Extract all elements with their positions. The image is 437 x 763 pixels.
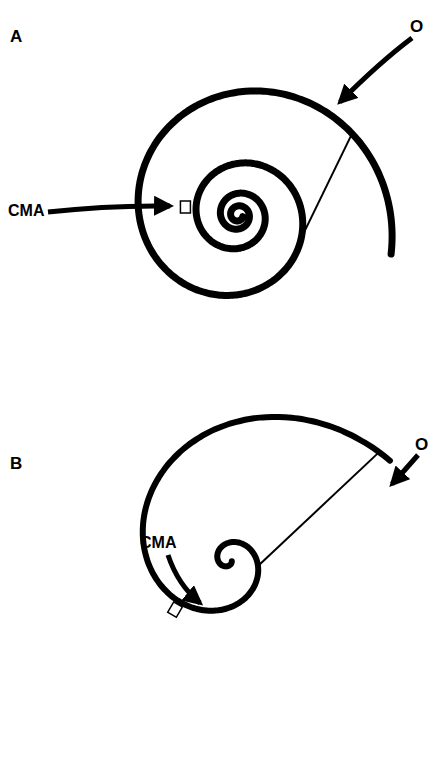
- shell-b: [143, 417, 390, 617]
- part-label: O: [410, 18, 423, 35]
- septum-line: [258, 452, 379, 566]
- cma-marker: [168, 602, 183, 617]
- part-label: O: [415, 436, 428, 453]
- shell-spiral: [138, 91, 392, 295]
- leader-arrow: [392, 455, 418, 484]
- leader-arrow: [340, 38, 412, 102]
- shell-spiral: [143, 417, 390, 611]
- panel-letter: A: [10, 28, 22, 45]
- panel-letter: B: [10, 455, 22, 472]
- leader-arrow: [168, 555, 200, 603]
- cma-marker: [180, 201, 190, 213]
- leader-arrow: [48, 206, 170, 212]
- septum-line: [301, 134, 352, 238]
- shell-a: [138, 91, 392, 295]
- part-label: CMA: [140, 535, 176, 551]
- part-label: CMA: [8, 203, 44, 219]
